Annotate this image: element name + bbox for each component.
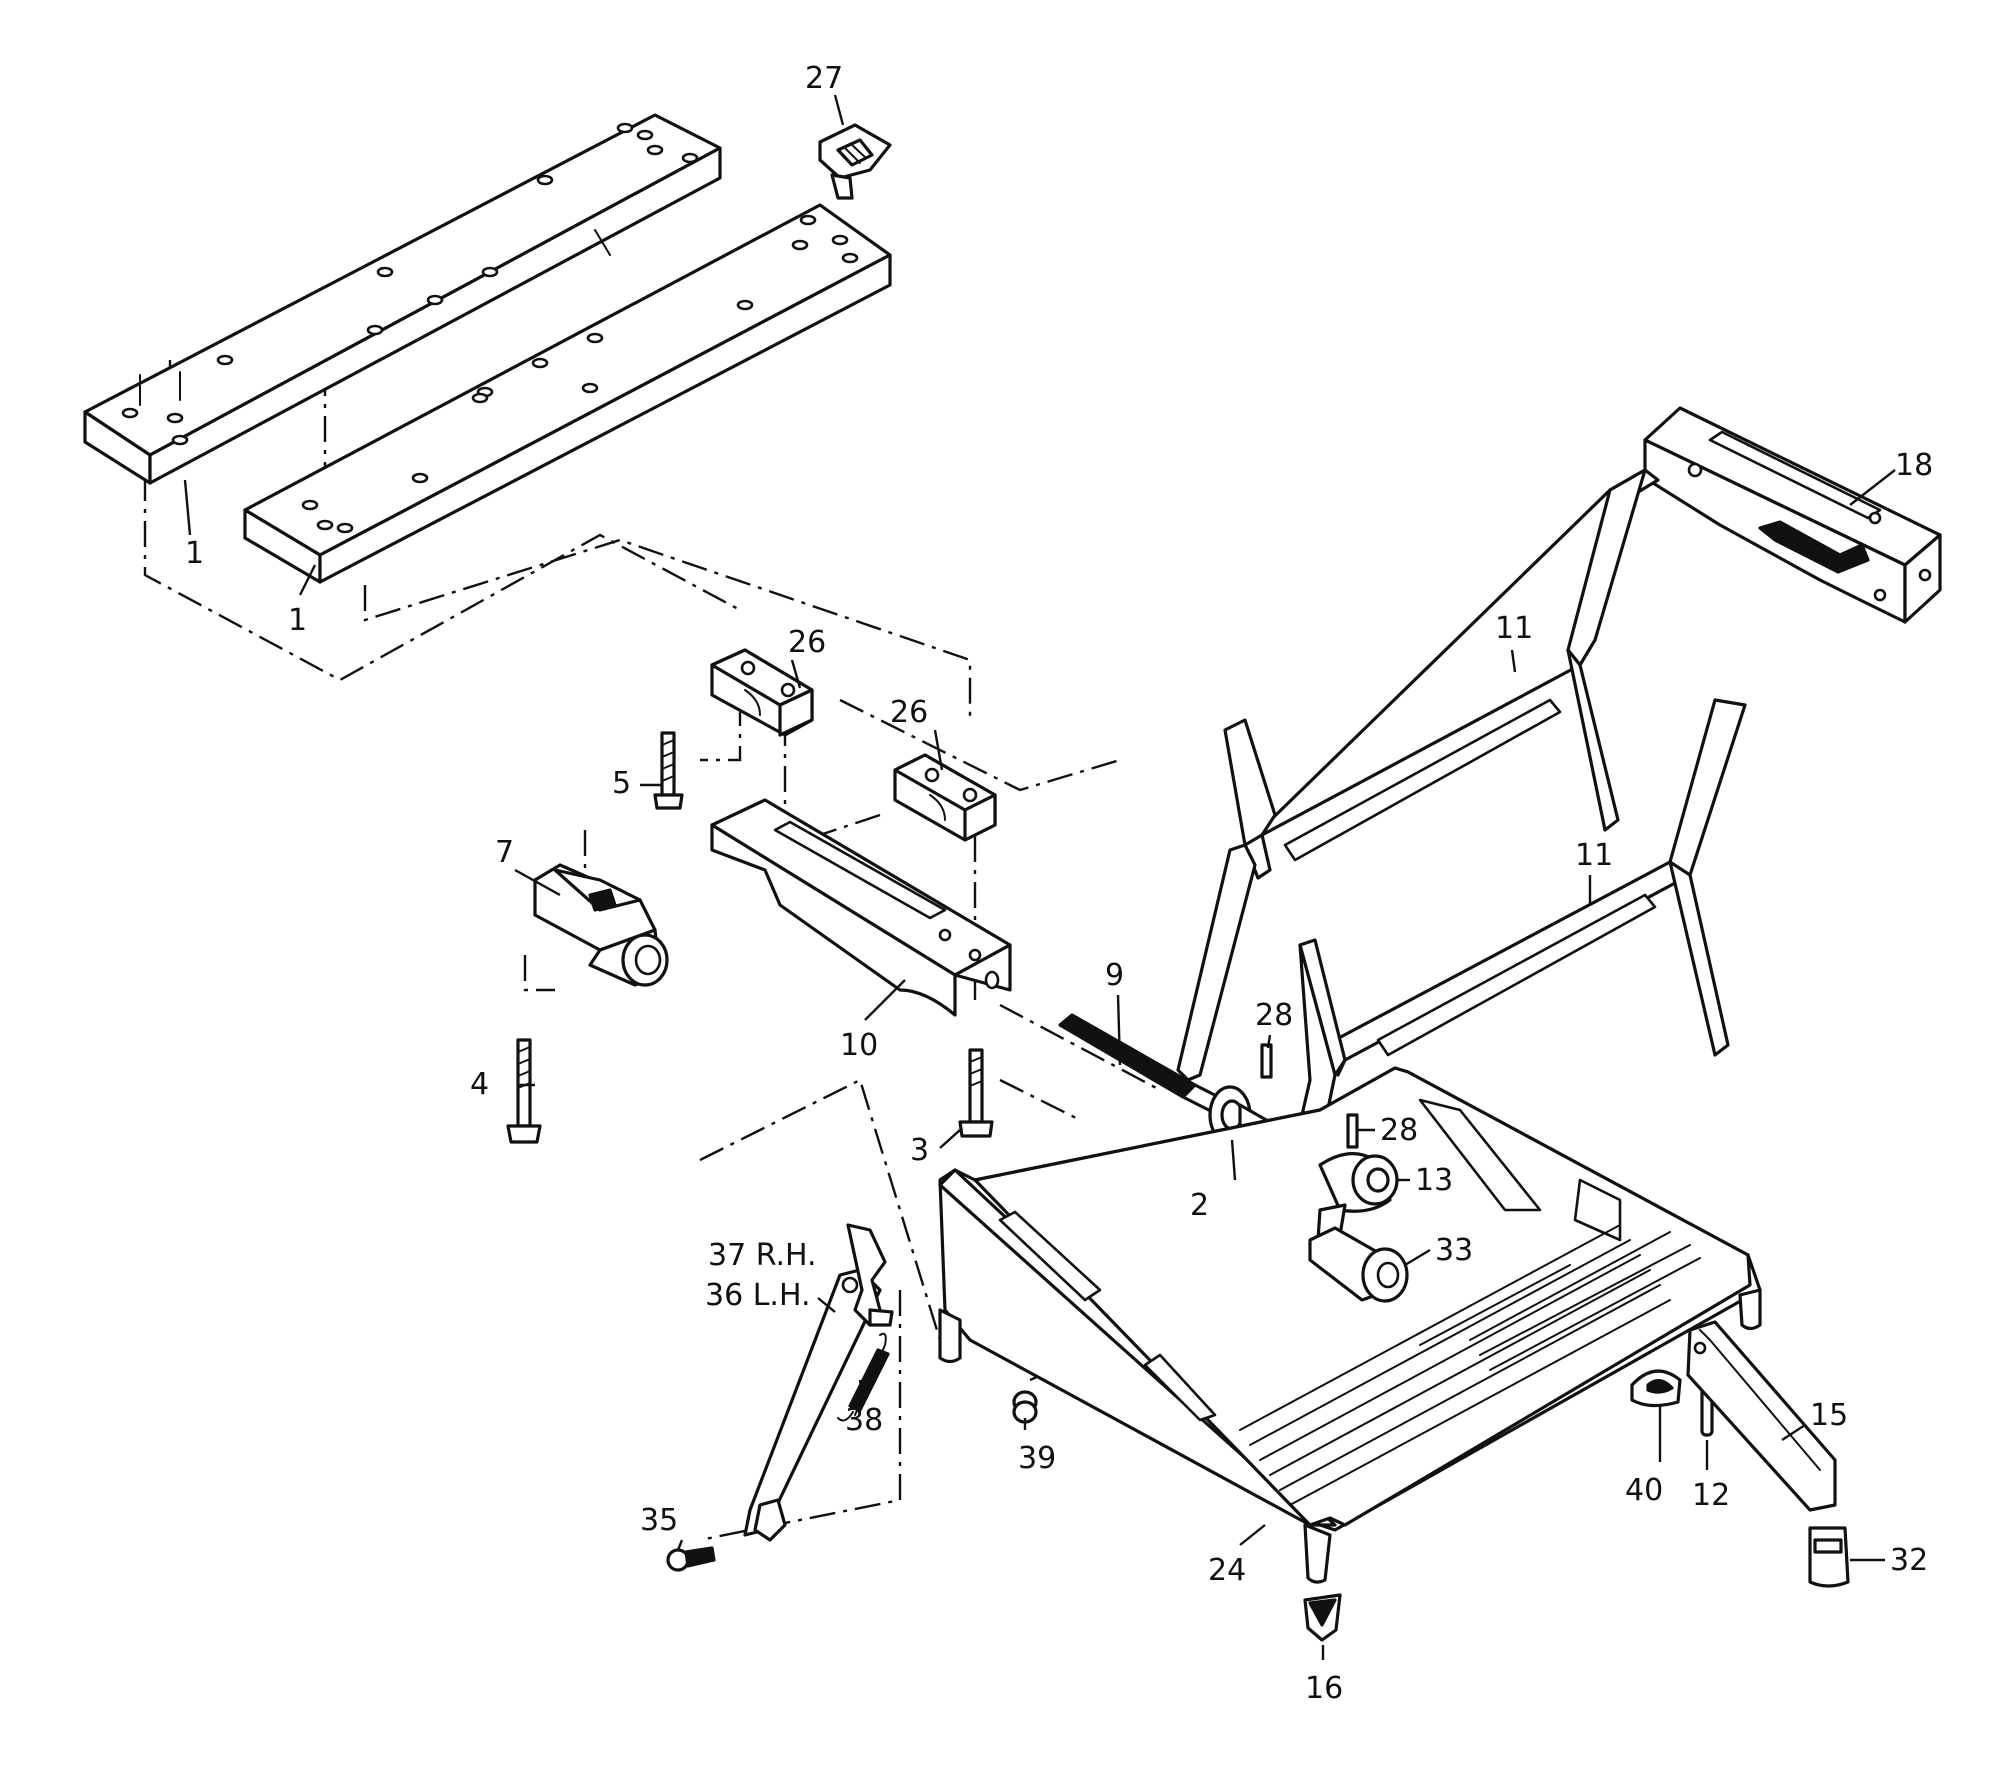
callout-2: 2 <box>1190 1188 1209 1223</box>
part-15-leg <box>1686 1320 1837 1512</box>
callout-4: 4 <box>470 1067 489 1102</box>
base-step-ribs <box>1239 1224 1701 1506</box>
part-11-frame-rear <box>1176 468 1660 1082</box>
callout-3: 3 <box>910 1133 929 1168</box>
worktop-rear <box>83 113 722 485</box>
callout-15: 15 <box>1810 1398 1848 1433</box>
callout-38: 38 <box>845 1403 883 1438</box>
callout-11-front: 11 <box>1575 838 1613 873</box>
callout-16: 16 <box>1305 1671 1343 1706</box>
callout-18: 18 <box>1895 448 1933 483</box>
worktop-front <box>243 203 892 584</box>
callout-27: 27 <box>805 61 843 96</box>
callout-labels: 27 1 1 26 26 5 7 9 10 4 3 2 28 28 13 33 … <box>185 61 1933 1706</box>
callout-32: 32 <box>1890 1543 1928 1578</box>
part-7-clamp-head <box>533 863 669 987</box>
callout-11-rear: 11 <box>1495 611 1533 646</box>
part-26-block-lower <box>893 753 997 842</box>
callout-28-upper: 28 <box>1255 998 1293 1033</box>
callout-5: 5 <box>612 766 631 801</box>
callout-24: 24 <box>1208 1553 1246 1588</box>
leader-lines <box>183 94 1896 1660</box>
callout-1-rear: 1 <box>185 536 204 571</box>
part-28-pin-lower <box>1346 1113 1359 1149</box>
part-32-foot-cap <box>1808 1526 1850 1588</box>
callout-7: 7 <box>495 835 514 870</box>
callout-9: 9 <box>1105 958 1124 993</box>
part-3-bolt <box>958 1048 994 1138</box>
part-33-handle <box>1308 1226 1409 1303</box>
callout-33: 33 <box>1435 1233 1473 1268</box>
callout-26-lower: 26 <box>890 695 928 730</box>
part-4-bolt <box>506 1038 542 1144</box>
callout-39: 39 <box>1018 1441 1056 1476</box>
part-13-crank <box>1316 1152 1399 1242</box>
part-39-nut <box>1012 1390 1038 1424</box>
part-38-spring <box>837 1332 890 1422</box>
part-40-clip <box>1630 1369 1682 1408</box>
part-10-jaw-bar <box>710 798 1012 1017</box>
part-18-end-bar <box>1643 406 1942 624</box>
callout-37: 37 R.H. <box>708 1238 817 1273</box>
callout-35: 35 <box>640 1503 678 1538</box>
part-27-clip <box>818 123 892 200</box>
callout-26-upper: 26 <box>788 625 826 660</box>
part-36-37-leg-link <box>743 1268 882 1542</box>
part-28-pin-upper <box>1260 1043 1273 1079</box>
callout-13: 13 <box>1415 1163 1453 1198</box>
callout-40: 40 <box>1625 1473 1663 1508</box>
callout-10: 10 <box>840 1028 878 1063</box>
callout-28-lower: 28 <box>1380 1113 1418 1148</box>
part-16-foot-cap <box>1303 1593 1342 1642</box>
part-26-block-upper <box>710 648 814 737</box>
callout-36: 36 L.H. <box>705 1278 811 1313</box>
part-5-screw <box>653 731 684 810</box>
callout-1-front: 1 <box>288 603 307 638</box>
part-35-bolt <box>666 1546 716 1572</box>
callout-12: 12 <box>1692 1478 1730 1513</box>
part-37-lever <box>846 1223 894 1327</box>
